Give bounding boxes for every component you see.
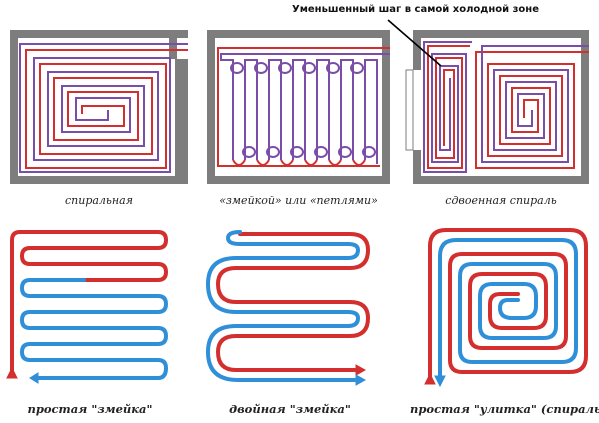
supply-arrow-icon [6,366,18,379]
diagram-double-snake [205,230,371,386]
caption-simple-snake: простая "змейка" [27,402,153,416]
window [405,69,414,151]
cold-zone-pipe-red [427,45,470,169]
caption-double-snake: двойная "змейка" [229,402,351,416]
caption-loops: «змейкой» или «петлями» [219,194,378,207]
heating-pipe-purple [19,43,188,173]
return-arrow-icon [355,374,367,386]
return-arrow-icon [29,372,39,384]
room-double-spiral [405,30,589,184]
room-loops [207,30,390,184]
heating-pipe-red [475,51,589,169]
caption-double-spiral: сдвоенная спираль [445,194,557,207]
supply-pipe [215,232,371,372]
diagram-simple-snail [424,228,588,388]
heating-pipe-red [25,49,188,169]
annotation-text: Уменьшенный шаг в самой холодной зоне [292,4,539,15]
supply-arrow-icon [424,372,436,385]
return-arrow-icon [434,375,446,388]
heating-pipe-purple [481,45,589,163]
room-spiral [10,30,188,184]
caption-simple-snail: простая "улитка" (спираль) [410,402,599,416]
supply-arrow-icon [355,364,367,376]
caption-spiral: спиральная [64,194,133,207]
return-pipe [438,238,578,378]
return-pipe [19,278,169,380]
supply-pipe [10,230,169,372]
supply-pipe [428,228,588,378]
loop-ends [230,62,376,158]
return-pipe [205,230,361,382]
cold-zone-pipe-purple [423,41,472,173]
heating-pipe-purple [220,53,390,164]
annotation-pointer [387,19,442,67]
room-wall [10,30,188,184]
heating-pipe-red [217,47,390,167]
diagram-simple-snake [6,230,169,384]
